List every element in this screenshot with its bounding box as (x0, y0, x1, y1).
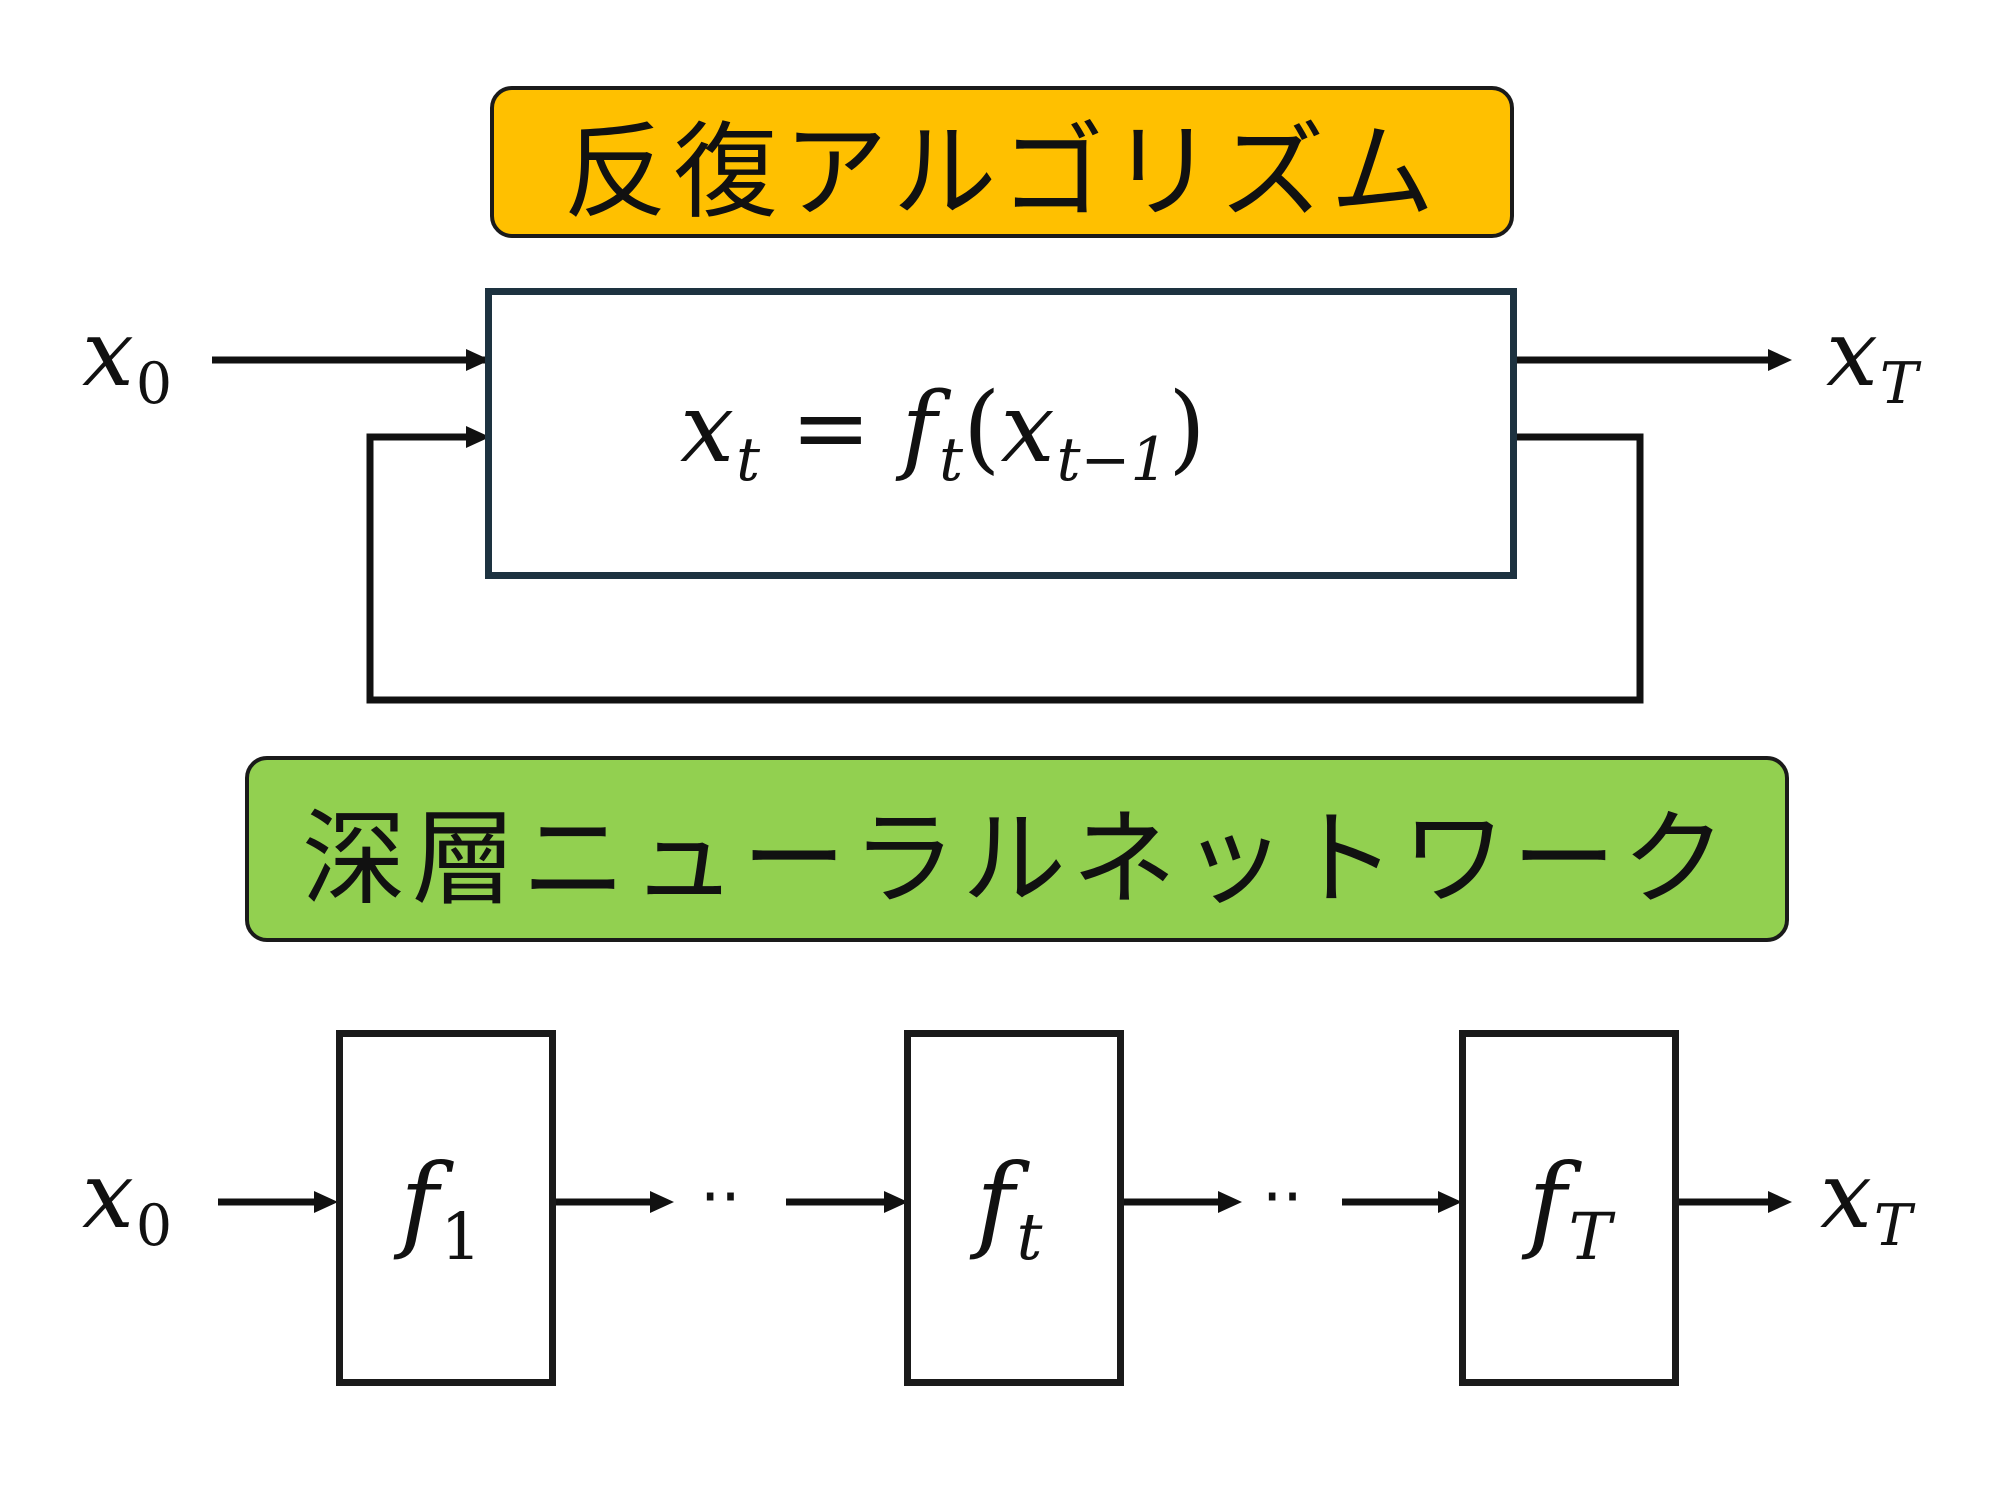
layer-label-t: ft (976, 1141, 1043, 1275)
arrowhead-input (466, 349, 490, 371)
arrowhead-dots-fT (1438, 1191, 1462, 1213)
arrowhead-dots-ft (884, 1191, 908, 1213)
layer-block-1 (336, 1030, 556, 1386)
arrowhead-output (1768, 349, 1792, 371)
dnn-output-label: xT (1820, 1142, 1912, 1260)
arrowhead-fT-xT (1768, 1191, 1792, 1213)
iterative-equation: xt = ft(xt−1) (680, 372, 1206, 496)
deep-neural-network-title: 深層ニューラルネットワーク (245, 756, 1789, 942)
arrowhead-feedback (466, 426, 490, 448)
iterative-output-label: xT (1826, 300, 1918, 418)
arrowhead-ft-dots (1218, 1191, 1242, 1213)
layer-block-t (904, 1030, 1124, 1386)
feedback-loop (366, 433, 1644, 704)
iterative-input-label: x0 (82, 300, 173, 418)
layer-label-1: f1 (400, 1141, 482, 1275)
ellipsis-1: ·· (700, 1161, 741, 1235)
layer-label-T: fT (1528, 1141, 1612, 1275)
arrowhead-f1-dots (650, 1191, 674, 1213)
iterative-function-block (485, 288, 1517, 579)
arrowhead-x0-f1 (314, 1191, 338, 1213)
dnn-input-label: x0 (82, 1142, 173, 1260)
layer-block-T (1459, 1030, 1679, 1386)
ellipsis-2: ·· (1262, 1161, 1303, 1235)
iterative-algorithm-title: 反復アルゴリズム (490, 86, 1514, 238)
